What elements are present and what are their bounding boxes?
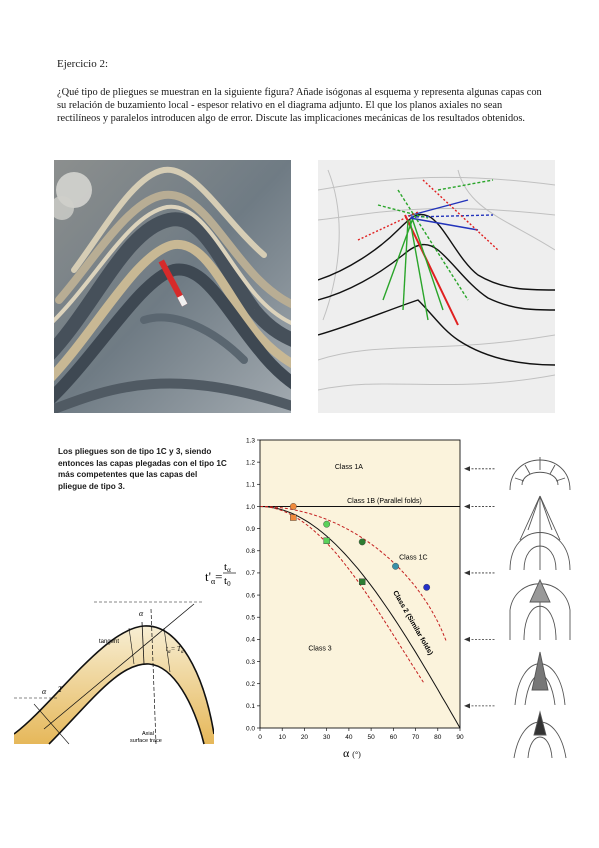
y-tick-label: 0.6 xyxy=(246,592,255,599)
class-label: Class 3 xyxy=(308,645,331,652)
y-axis-denominator-sub: 0 xyxy=(227,580,231,588)
class-arrow-head xyxy=(464,703,470,709)
class-label: Class 1C xyxy=(399,555,427,562)
plot-frame xyxy=(259,439,461,729)
y-tick-label: 0.5 xyxy=(246,615,255,622)
class-1b-icon xyxy=(509,495,571,571)
y-axis-label-alpha: α xyxy=(211,577,216,586)
class-3-icon xyxy=(513,710,567,759)
y-tick-label: 1.3 xyxy=(246,437,255,444)
y-axis-numerator-sub: α xyxy=(227,566,231,574)
svg-text:t0: t0 xyxy=(224,575,231,588)
label-surface-trace: surface trace xyxy=(130,738,162,744)
fold-thickness-diagram: tangent α α T tα= Tα Axial surface trace xyxy=(13,594,215,759)
class-label: Class 1B (Parallel folds) xyxy=(347,498,422,505)
y-tick-label: 0.3 xyxy=(246,659,255,666)
exercise-title: Ejercicio 2: xyxy=(57,58,109,70)
x-tick-label: 80 xyxy=(434,734,442,741)
fold-outcrop-photo xyxy=(54,160,291,413)
y-tick-label: 0.7 xyxy=(246,570,255,577)
data-point-square xyxy=(323,537,330,545)
label-t-equals-sub: α xyxy=(181,650,184,655)
y-tick-label: 1.1 xyxy=(246,482,255,489)
svg-text:t'α=: t'α= xyxy=(205,569,223,586)
x-tick-label: 10 xyxy=(279,734,287,741)
x-tick-label: 60 xyxy=(390,734,398,741)
x-tick-label: 0 xyxy=(258,734,262,741)
class-arrow-head xyxy=(464,466,470,472)
data-point-circle xyxy=(392,562,399,570)
x-tick-label: 20 xyxy=(301,734,309,741)
svg-text:tα= Tα: tα= Tα xyxy=(166,645,184,655)
x-axis-label: α xyxy=(343,746,350,760)
y-tick-label: 0.4 xyxy=(246,637,255,644)
label-t-left: T xyxy=(58,685,63,694)
label-tangent: tangent xyxy=(99,639,119,645)
y-axis-label-t: t' xyxy=(205,569,211,584)
data-point-circle xyxy=(423,583,431,591)
y-tick-label: 1.0 xyxy=(246,504,255,511)
label-t-alpha-sub: α xyxy=(168,650,171,655)
x-axis-unit: (°) xyxy=(352,750,361,759)
data-point-square xyxy=(359,578,366,585)
y-tick-label: 0.9 xyxy=(246,526,255,533)
fold-interpretation-sketch xyxy=(318,160,555,413)
y-axis-numerator: t xyxy=(224,561,227,573)
data-point-circle xyxy=(358,538,366,546)
x-tick-label: 70 xyxy=(412,734,420,741)
class-1a-icon xyxy=(509,457,571,491)
x-tick-label: 30 xyxy=(323,734,331,741)
fold-class-icons xyxy=(500,430,580,765)
label-alpha-left: α xyxy=(42,687,47,696)
y-tick-label: 0.1 xyxy=(246,703,255,710)
class-label: Class 1A xyxy=(335,464,363,471)
y-tick-label: 0.0 xyxy=(246,725,255,732)
class-1c-icon xyxy=(509,578,571,641)
x-tick-label: 40 xyxy=(345,734,353,741)
data-point-circle xyxy=(289,503,297,510)
x-tick-label: 90 xyxy=(456,734,464,741)
label-t-equals: = T xyxy=(171,645,182,653)
x-tick-label: 50 xyxy=(367,734,375,741)
y-tick-label: 0.2 xyxy=(246,681,255,688)
class-2-curve xyxy=(259,506,461,729)
label-axial: Axial xyxy=(142,731,154,737)
fold-classification-chart: 0 10 20 30 40 50 60 70 80 90 0.0 0.1 0.2 0.3 0.4 0.5 0.6… xyxy=(196,430,496,765)
svg-text:α(°): α(°) xyxy=(343,746,361,760)
class-arrow-head xyxy=(464,636,470,642)
label-alpha-top: α xyxy=(139,609,144,618)
class-2-icon xyxy=(514,651,566,706)
class-arrow-head xyxy=(464,570,470,576)
svg-text:tα: tα xyxy=(224,561,231,574)
y-tick-label: 1.2 xyxy=(246,459,255,466)
y-axis-denominator: t xyxy=(224,575,227,587)
fit-curve-class-1c xyxy=(260,506,448,643)
y-tick-label: 0.8 xyxy=(246,548,255,555)
exercise-question: ¿Qué tipo de pliegues se muestran en la … xyxy=(57,87,542,124)
label-t-alpha: t xyxy=(166,645,169,653)
data-point-circle xyxy=(323,520,331,528)
data-point-square xyxy=(290,514,297,521)
answer-text: Los pliegues son de tipo 1C y 3, siendo … xyxy=(58,447,227,491)
fit-curve-class-3 xyxy=(259,506,425,685)
class-arrow-head xyxy=(464,503,470,509)
